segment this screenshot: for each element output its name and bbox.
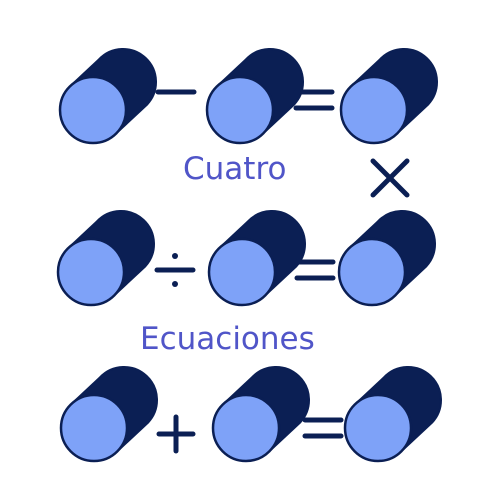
equation-row-2 — [56, 210, 436, 307]
title-word-1: Cuatro — [183, 151, 287, 187]
equals-sign-icon — [302, 417, 344, 439]
cylinder-token-icon — [343, 366, 442, 463]
plus-sign-icon — [156, 414, 196, 454]
equals-sign-icon — [294, 259, 336, 281]
cylinder-token-icon — [59, 366, 158, 463]
equation-row-3 — [59, 366, 442, 463]
cylinder-token-icon — [337, 210, 436, 307]
cylinder-token-icon — [339, 48, 438, 145]
equals-sign-icon — [293, 89, 335, 111]
title-word-2: Ecuaciones — [140, 321, 315, 357]
cylinder-token-icon — [207, 210, 306, 307]
multiplication-sign-icon — [370, 158, 410, 198]
cylinder-token-icon — [56, 210, 155, 307]
equation-row-1 — [58, 48, 438, 145]
division-sign-icon — [154, 253, 196, 287]
cylinder-token-icon — [211, 366, 310, 463]
cylinder-token-icon — [205, 48, 304, 145]
cylinder-token-icon — [58, 48, 157, 145]
